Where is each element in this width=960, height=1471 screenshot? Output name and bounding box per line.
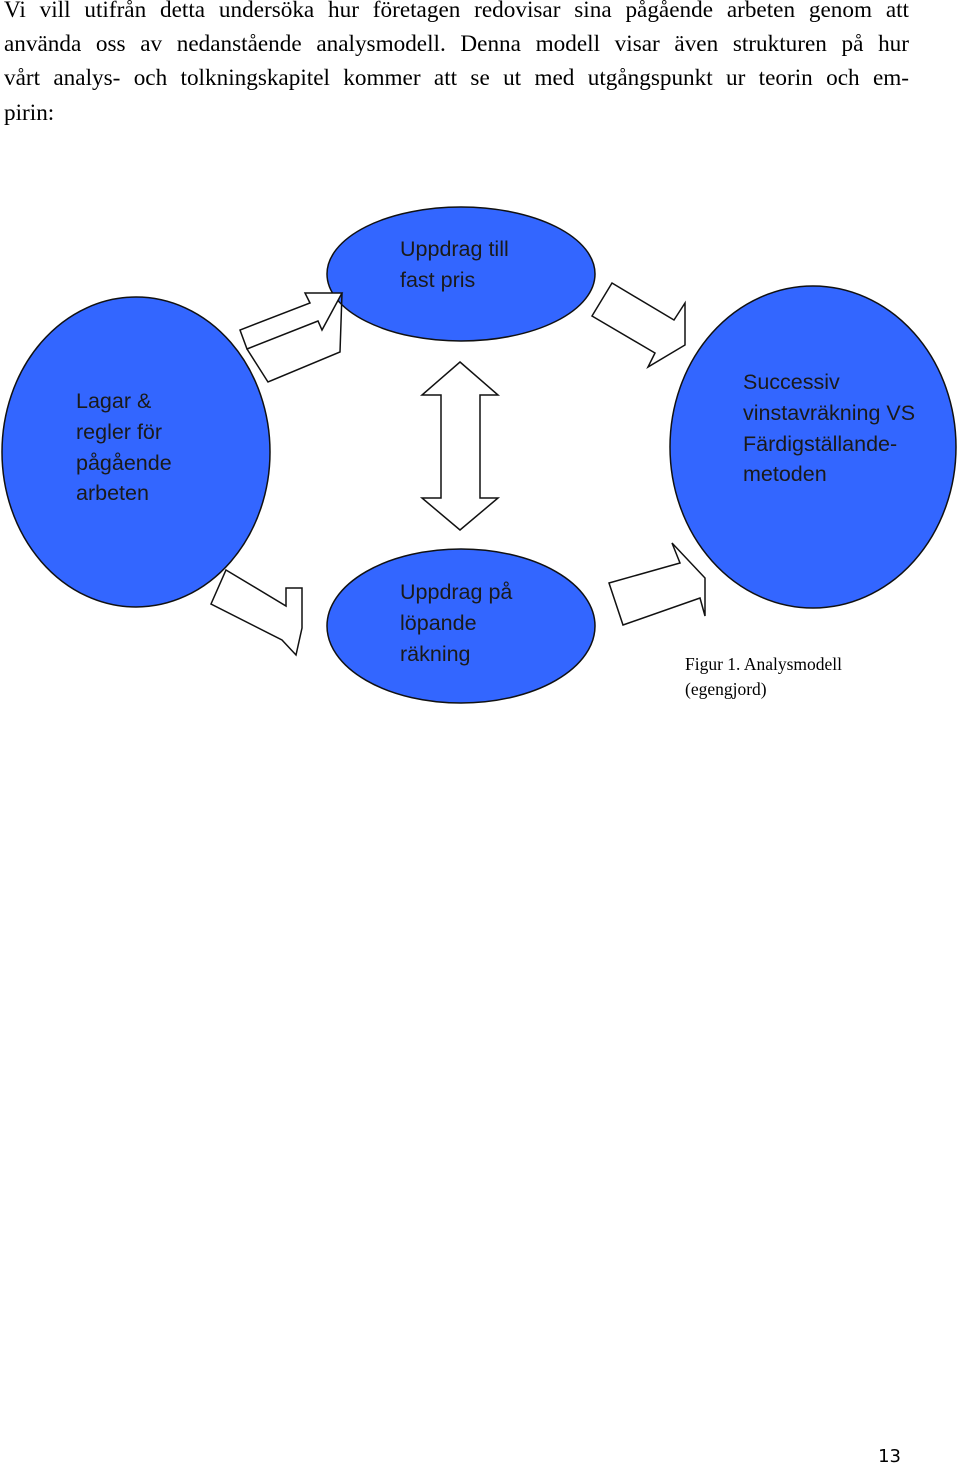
- node-top-line: fast pris: [400, 267, 476, 292]
- node-top-ellipse: [326, 206, 596, 342]
- intro-line: vårt analys- och tolkningskapitel kommer…: [4, 65, 909, 92]
- intro-paragraph: Vi vill utifrån detta undersöka hur före…: [4, 0, 909, 130]
- analysis-model-diagram: [1, 206, 957, 704]
- arrow-vertical-double: [419, 361, 501, 531]
- node-left-line: regler för: [76, 419, 163, 444]
- node-top-label: Uppdrag till fast pris: [400, 234, 509, 296]
- arrow-bottom-to-right: [608, 542, 706, 626]
- figure-caption-line: Figur 1. Analysmodell: [685, 654, 843, 674]
- node-bottom-line: räkning: [400, 641, 471, 666]
- node-top-line: Uppdrag till: [400, 237, 509, 261]
- arrow-left-to-top: [239, 292, 344, 350]
- node-left-ellipse: [1, 296, 271, 608]
- node-left-line: pågående: [76, 450, 172, 475]
- node-right-line: Färdigställande-: [743, 431, 898, 456]
- page-number: 13: [878, 1446, 901, 1467]
- intro-line: pirin:: [4, 99, 55, 126]
- node-right-ellipse: [669, 285, 957, 609]
- node-bottom-label: Uppdrag på löpande räkning: [400, 577, 512, 669]
- node-right-label: Successiv vinstavräkning VS Färdigställa…: [743, 367, 915, 490]
- node-right-line: vinstavräkning VS: [743, 400, 916, 425]
- node-left-line: Lagar &: [76, 389, 152, 413]
- intro-line: använda oss av nedanstående analysmodell…: [4, 31, 909, 58]
- intro-line: Vi vill utifrån detta undersöka hur före…: [4, 0, 909, 23]
- arrow-top-to-right: [590, 281, 686, 369]
- node-left-label: Lagar & regler för pågående arbeten: [76, 386, 172, 509]
- arrow-left-to-top-edge: [246, 292, 343, 383]
- node-bottom-ellipse: [326, 548, 596, 704]
- node-left-line: arbeten: [76, 481, 149, 506]
- node-right-line: metoden: [743, 462, 827, 487]
- arrow-left-to-bottom: [210, 568, 303, 657]
- figure-caption: Figur 1. Analysmodell (egengjord): [685, 652, 842, 702]
- node-right-line: Successiv: [743, 370, 840, 394]
- figure-caption-line: (egengjord): [685, 679, 767, 699]
- node-bottom-line: löpande: [400, 610, 477, 635]
- node-bottom-line: Uppdrag på: [400, 580, 513, 604]
